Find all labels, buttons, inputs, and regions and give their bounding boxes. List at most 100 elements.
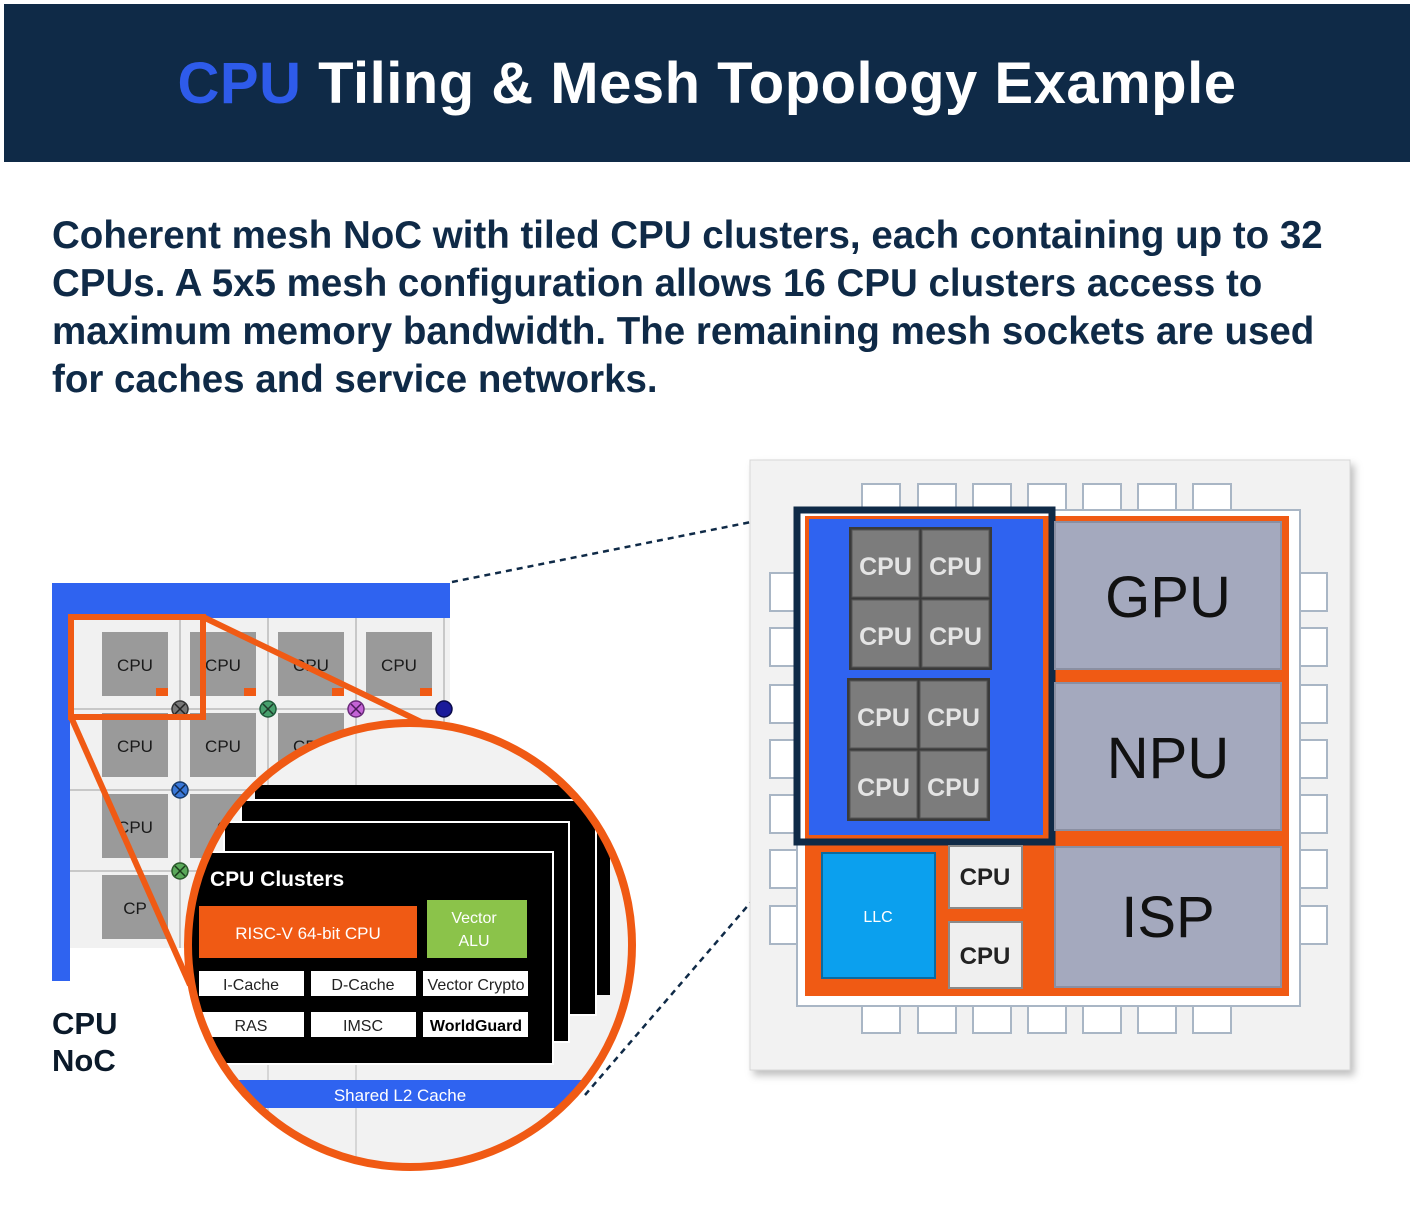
gpu-block xyxy=(1054,521,1282,670)
soc-cpu-small xyxy=(948,845,1023,909)
router-nodes xyxy=(171,700,453,880)
mesh-cpu-label: CP xyxy=(123,899,147,918)
soc-pin-bottom xyxy=(917,1005,957,1034)
soc-pin-left xyxy=(769,572,798,612)
soc-cpu-label: CPU xyxy=(929,553,982,581)
soc-pin-left xyxy=(769,684,798,724)
soc-cpu-highlight-box xyxy=(793,506,1056,846)
vector-alu-label-1: Vector xyxy=(451,910,497,927)
mesh-cpu-label: CPU xyxy=(205,656,241,675)
router-node xyxy=(171,781,189,799)
router-node xyxy=(259,700,277,718)
soc-cpu-tile: CPU xyxy=(851,529,920,598)
soc-cpu-small-label: CPU xyxy=(960,943,1011,970)
soc-pin-top xyxy=(1082,483,1122,512)
soc-pin-left xyxy=(769,627,798,667)
soc-cpu-tile: CPU xyxy=(851,599,920,668)
page-title: CPU Tiling & Mesh Topology Example xyxy=(178,50,1237,117)
noc-label-line2: NoC xyxy=(52,1043,116,1078)
soc-cpu-tile: CPU xyxy=(849,750,918,819)
mesh-cpu-label: CPU xyxy=(117,818,153,837)
soc-pin-bottom xyxy=(1137,1005,1177,1034)
imsc-block xyxy=(311,1012,416,1037)
router-node xyxy=(171,700,189,718)
soc-cpu-tile: CPU xyxy=(921,529,990,598)
mesh-top-bar xyxy=(52,583,450,618)
mesh-cpu-label: CPU xyxy=(205,737,241,756)
mesh-cpu-tile: CPU xyxy=(278,632,344,696)
soc-pin-right xyxy=(1299,684,1328,724)
soc-pin-left xyxy=(769,739,798,779)
noc-label: CPU NoC xyxy=(52,1005,117,1079)
mesh-cpu-tile: CPU xyxy=(366,632,432,696)
soc-pin-bottom xyxy=(1192,1005,1232,1034)
soc-pin-right xyxy=(1299,572,1328,612)
dotted-connector-top xyxy=(451,511,797,584)
npu-label: NPU xyxy=(1107,726,1229,791)
icache-block xyxy=(199,971,304,996)
vector-crypto-block xyxy=(423,971,528,996)
tile-highlight-box xyxy=(68,614,206,720)
title-banner: CPU Tiling & Mesh Topology Example xyxy=(4,4,1410,162)
dcache-label: D-Cache xyxy=(331,977,394,994)
router-node xyxy=(171,862,189,880)
vector-alu-label-2: ALU xyxy=(458,933,489,950)
description: Coherent mesh NoC with tiled CPU cluster… xyxy=(52,214,1323,401)
worldguard-label: WorldGuard xyxy=(430,1018,522,1035)
gpu-label: GPU xyxy=(1105,565,1231,630)
riscv-cpu-label: RISC-V 64-bit CPU xyxy=(235,924,380,943)
soc-cpu-tile: CPU xyxy=(919,680,988,749)
soc-cpu-small-label: CPU xyxy=(960,864,1011,891)
mesh-cpu-label: CPU xyxy=(117,737,153,756)
icache-label: I-Cache xyxy=(223,977,279,994)
vector-alu-block xyxy=(427,900,527,958)
worldguard-block xyxy=(423,1012,528,1037)
ras-block xyxy=(199,1012,304,1037)
riscv-cpu-block xyxy=(199,906,417,958)
ras-label: RAS xyxy=(235,1018,268,1035)
soc-pins xyxy=(769,483,1328,1034)
soc-pin-right xyxy=(1299,849,1328,889)
soc-pin-right xyxy=(1299,739,1328,779)
soc-cpu-tile: CPU xyxy=(849,680,918,749)
mesh-cpu-label: CPU xyxy=(117,656,153,675)
soc-cpu-small xyxy=(948,921,1023,989)
mesh-cpu-tile: CPU xyxy=(102,713,168,777)
tile-accents xyxy=(156,688,432,696)
soc-pin-left xyxy=(769,849,798,889)
soc-pin-top xyxy=(1192,483,1232,512)
zoom-line-left xyxy=(68,715,193,987)
isp-label: ISP xyxy=(1121,885,1215,950)
title-accent: CPU xyxy=(177,50,302,116)
noc-label-line1: CPU xyxy=(52,1006,118,1041)
soc-cpu-tile: CPU xyxy=(919,750,988,819)
soc-pin-bottom xyxy=(1082,1005,1122,1034)
imsc-label: IMSC xyxy=(343,1018,383,1035)
isp-block xyxy=(1054,846,1282,988)
soc-pin-right xyxy=(1299,627,1328,667)
soc-cpu-label: CPU xyxy=(859,553,912,581)
cluster-zoom-circle: CPU Clusters RISC-V 64-bit CPU Vector AL… xyxy=(184,719,636,1171)
soc-pin-right xyxy=(1299,794,1328,834)
soc-cpu-label: CPU xyxy=(859,623,912,651)
router-node xyxy=(347,700,365,718)
llc-label: LLC xyxy=(863,909,892,926)
soc-pin-bottom xyxy=(1027,1005,1067,1034)
soc-pin-right xyxy=(1299,905,1328,945)
mesh-cpu-tile: CPU xyxy=(190,713,256,777)
dcache-block xyxy=(311,971,416,996)
soc-pin-bottom xyxy=(972,1005,1012,1034)
mesh-cpu-tile: CPU xyxy=(190,632,256,696)
shared-l2-cache-label: Shared L2 Cache xyxy=(334,1086,466,1105)
mesh-left-bar xyxy=(52,583,70,981)
npu-block xyxy=(1054,682,1282,831)
soc-cpu-label: CPU xyxy=(927,704,980,732)
soc-pin-left xyxy=(769,905,798,945)
soc-cpu-label: CPU xyxy=(927,774,980,802)
mesh-cpu-tile: CPU xyxy=(102,632,168,696)
soc-pin-bottom xyxy=(861,1005,901,1034)
llc-block xyxy=(821,852,936,979)
